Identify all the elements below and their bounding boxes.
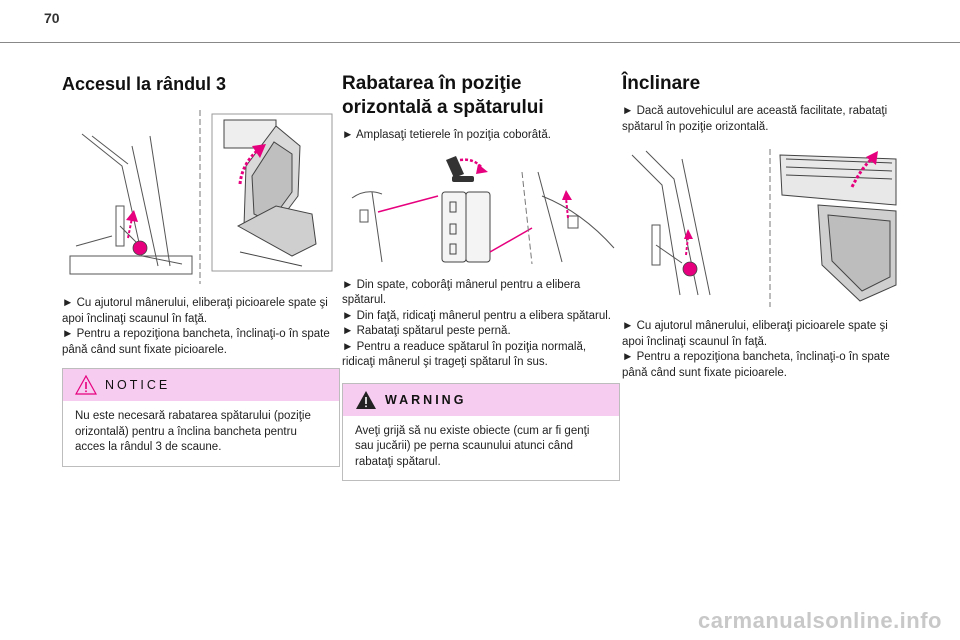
fold-arrow-icon [459, 157, 488, 174]
page-number: 70 [44, 10, 60, 26]
instruction-step: ► Pentru a repoziţiona bancheta, înclina… [622, 351, 890, 379]
tilt-arrow-icon [850, 151, 878, 188]
title-line: Rabatarea în poziţie [342, 73, 522, 94]
notice-title: NOTICE [105, 378, 171, 392]
instruction-step: ► Din spate, coborâţi mânerul pentru a e… [342, 278, 581, 307]
section-title-access-row3: Accesul la rândul 3 [62, 74, 227, 94]
intro-fold-backrest: ► Amplasaţi tetierele în poziţia coborât… [342, 129, 551, 141]
tilt-diagram [631, 149, 897, 307]
title-line: orizontală a spătarului [342, 97, 544, 118]
notice-text: Nu este necesară rabatarea spătarului (p… [75, 410, 311, 453]
section-title-tilt: Înclinare [622, 73, 701, 94]
warning-header: WARNING [343, 383, 619, 416]
column-fold-backrest: Rabatarea în poziţie orizontală a spătar… [342, 72, 620, 481]
notice-header: NOTICE [63, 369, 339, 401]
instruction-step: ► Pentru a readuce spătarul în poziţia n… [342, 340, 587, 369]
instruction-step: ► Pentru a repoziţiona bancheta, înclina… [62, 328, 330, 356]
illustration-seat-tilt-forward [62, 106, 338, 286]
instructions-tilt: ► Cu ajutorul mânerului, eliberaţi picio… [622, 319, 898, 381]
instructions-fold-backrest: ► Din spate, coborâţi mânerul pentru a e… [342, 278, 618, 371]
tilt-arrow-icon [238, 144, 266, 185]
warning-box: WARNING Aveţi grijă să nu existe obiecte… [342, 382, 620, 481]
fold-backrest-diagram [351, 155, 615, 264]
instruction-step: ► Cu ajutorul mânerului, eliberaţi picio… [622, 320, 888, 348]
instructions-access-row3: ► Cu ajutorul mânerului, eliberaţi picio… [62, 296, 338, 358]
warning-title: WARNING [385, 392, 467, 407]
intro-tilt: ► Dacă autovehiculul are această facilit… [622, 105, 888, 133]
illustration-tilt [622, 145, 898, 309]
warning-triangle-icon [75, 375, 97, 395]
column-access-row3: Accesul la rândul 3 [62, 72, 340, 467]
seat-tilt-diagram [69, 110, 333, 284]
header-rule [0, 42, 960, 43]
section-title-fold-backrest: Rabatarea în poziţie orizontală a spătar… [342, 72, 618, 120]
watermark: carmanualsonline.info [698, 608, 942, 633]
release-handle-icon [126, 210, 148, 256]
warning-text: Aveţi grijă să nu existe obiecte (cum ar… [355, 424, 590, 468]
column-tilt: Înclinare ► Dacă autovehiculul are aceas… [622, 72, 898, 381]
seat-icon [446, 155, 474, 182]
instruction-step: ► Din faţă, ridicaţi mânerul pentru a el… [342, 309, 611, 322]
instruction-step: ► Cu ajutorul mânerului, eliberaţi picio… [62, 297, 328, 325]
illustration-fold-backrest [342, 151, 618, 266]
notice-box: NOTICE Nu este necesară rabatarea spătar… [62, 368, 340, 467]
instruction-step: ► Rabataţi spătarul peste pernă. [342, 325, 511, 337]
warning-triangle-icon [356, 390, 376, 409]
lift-handle-icon [562, 189, 572, 218]
release-handle-icon [682, 229, 698, 277]
